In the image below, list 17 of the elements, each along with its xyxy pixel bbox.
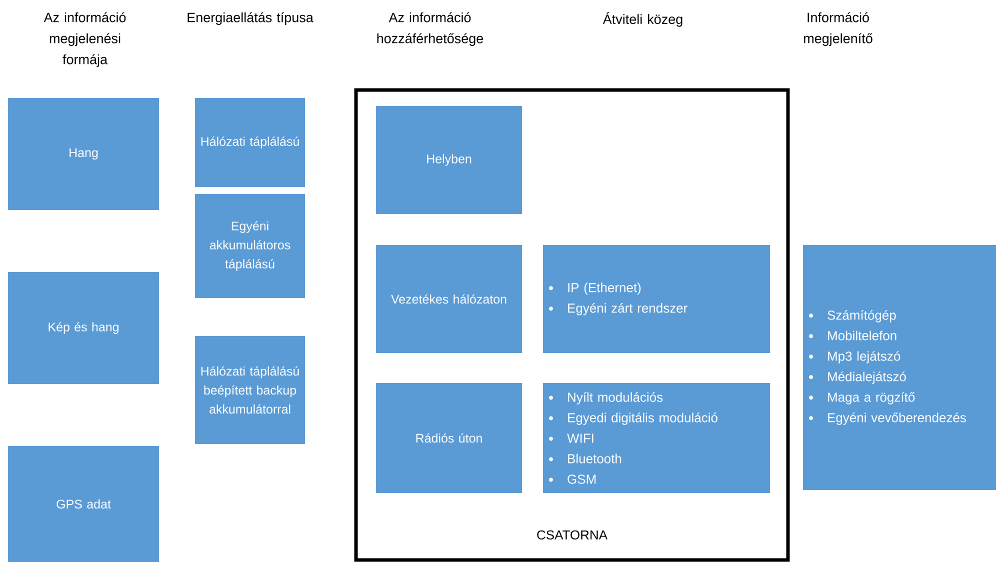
process-box: Helyben <box>376 106 522 214</box>
column-heading: Az információ hozzáférhetősége <box>377 12 484 46</box>
process-box: Hang <box>8 98 159 210</box>
list-box: IP (Ethernet) Egyéni zárt rendszer <box>543 245 770 353</box>
list-box: Számítógép Mobiltelefon Mp3 lejátszó Médialejátszó Maga a rögzítő Egyéni vevőberendezés <box>803 245 996 490</box>
column-heading: Átviteli közeg <box>602 12 682 27</box>
column-heading: Információ megjelenítő <box>804 12 872 46</box>
process-box: Kép és hang <box>8 272 159 384</box>
column-heading: Energiaellátás típusa <box>188 12 314 25</box>
process-box: Vezetékes hálózaton <box>376 245 522 353</box>
process-box: Egyéni akkumulátoros táplálású <box>195 194 305 298</box>
process-box: Rádiós úton <box>376 382 522 493</box>
column-heading: Az információ megjelenési formája <box>44 12 126 67</box>
process-box: Hálózati táplálású <box>195 98 305 187</box>
process-box: GPS adat <box>8 446 159 562</box>
process-box: Hálózati táplálású beépített backup akkumulátorral <box>195 336 305 444</box>
list-box: Nyílt modulációs Egyedi digitális moduláció WIFI Bluetooth GSM <box>543 382 770 493</box>
